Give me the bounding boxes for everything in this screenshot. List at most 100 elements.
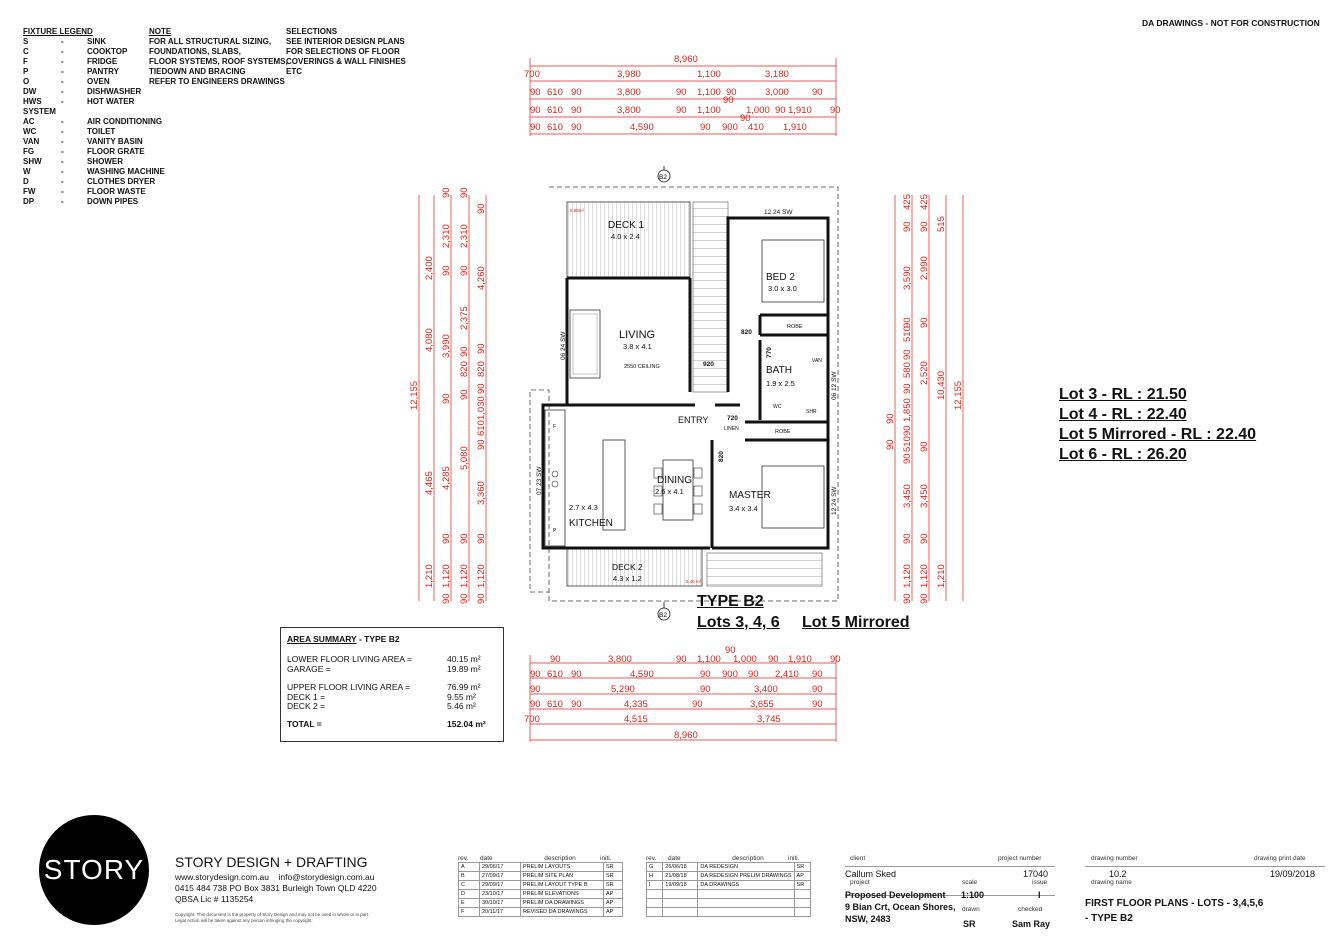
legend-item: VAN-VANITY BASIN (23, 137, 165, 147)
revision-cell: H (645, 871, 664, 881)
left-dimension-strings (418, 195, 487, 601)
section-marker-bottom: B2 (657, 602, 671, 621)
window-master: 12 24 SW (831, 486, 838, 515)
room-deck1-size: 4.0 x 2.4 (611, 232, 640, 241)
robe1-label: ROBE (787, 324, 803, 330)
note-line: FLOOR SYSTEMS, ROOF SYSTEMS, (149, 57, 288, 66)
revision-cell: PRELIM DA DRAWINGS (520, 898, 604, 908)
legend-item: P-PANTRY (23, 67, 165, 77)
legend-item: SHW-SHOWER (23, 157, 165, 167)
bottom-dim: 3,745 (757, 714, 781, 725)
bottom-dim: 610 (547, 669, 563, 680)
revision-cell: DA DRAWINGS (697, 880, 795, 890)
legend-label: VANITY BASIN (87, 137, 143, 146)
revision-cell: C (458, 880, 480, 890)
revision-row (645, 889, 812, 899)
legend-label: FLOOR GRATE (87, 147, 145, 156)
bottom-dim: 610 (547, 699, 563, 710)
project-number-label: project number (998, 855, 1042, 862)
deck2-floor (566, 547, 703, 587)
revision-cell: AP (603, 898, 623, 908)
revision-cell: DA REDESIGN (697, 862, 795, 872)
bottom-dim: 2,410 (775, 669, 799, 680)
legend-item: DP-DOWN PIPES (23, 197, 165, 207)
revision-cell: E (458, 898, 480, 908)
revision-cell: PRELIM LAYOUTS (520, 862, 604, 872)
right-dim: 1,120 (919, 564, 930, 588)
bottom-dim: 4,515 (624, 714, 648, 725)
revision-cell: 21/08/18 (662, 871, 699, 881)
legend-sep: - (61, 167, 64, 176)
kitchen-island (602, 439, 626, 531)
bottom-dim: 90 (692, 699, 703, 710)
legend-sep: - (61, 37, 64, 46)
revision-cell: 20/11/17 (479, 907, 521, 917)
bottom-dim: 900 (722, 669, 738, 680)
room-living-size: 3.8 x 4.1 (623, 342, 652, 351)
top-dim: 90 (530, 122, 541, 133)
bottom-dim: 90 (530, 669, 541, 680)
copyright-line2: Legal Action will be taken against any p… (175, 918, 313, 923)
legend-label: HOT WATER (87, 97, 135, 106)
bottom-dim: 4,590 (630, 669, 654, 680)
right-dim: 90 (919, 441, 930, 452)
fridge-label: F (553, 424, 556, 430)
top-dim: 1,100 (697, 105, 721, 116)
revision-cell: SR (793, 862, 812, 872)
bottom-dim: 90 (550, 654, 561, 665)
left-dim: 2,400 (424, 256, 435, 280)
legend-label: PANTRY (87, 67, 119, 76)
legend-label: AIR CONDITIONING (87, 117, 163, 126)
bottom-dim: 1,000 (733, 654, 757, 665)
left-dim: 90 (459, 389, 470, 400)
note-line: FOUNDATIONS, SLABS, (149, 47, 241, 56)
right-dim: 1,210 (936, 564, 947, 588)
revision-cell (697, 889, 795, 899)
legend-sep: - (61, 177, 64, 186)
project-label: project (850, 879, 870, 886)
issue-value: I (1038, 890, 1041, 900)
company-licence: QBSA Lic # 1135254 (175, 894, 254, 904)
top-dim: 3,800 (617, 105, 641, 116)
revision-header-a: rev. date description initi. (458, 855, 612, 862)
bottom-dim: 90 (676, 654, 687, 665)
left-dim: 90 (476, 383, 487, 394)
revision-cell: PRELIM ELEVATIONS (520, 889, 604, 899)
right-dim: 515 (936, 216, 947, 232)
room-master-name: MASTER (729, 490, 771, 501)
top-dim: 90 (726, 87, 737, 98)
top-dim: 90 (812, 87, 823, 98)
legend-sep: - (61, 127, 64, 136)
room-deck2-size: 4.3 x 1.2 (613, 574, 642, 583)
legend-item: C-COOKTOP (23, 47, 165, 57)
left-dim: 4,260 (476, 266, 487, 290)
revision-cell: 26/06/18 (662, 862, 699, 872)
top-dim: 610 (547, 105, 563, 116)
legend-code: S (23, 37, 29, 46)
master-bed (761, 465, 825, 529)
right-dim: 425 (919, 194, 930, 210)
top-dim: 700 (524, 69, 540, 80)
left-dim: 90 (441, 533, 452, 544)
legend-sep: - (61, 187, 64, 196)
revision-cell: PRELIM LAYOUT TYPE B (520, 880, 604, 890)
note-line: TIEDOWN AND BRACING (149, 67, 246, 76)
right-dim: 90 (919, 317, 930, 328)
legend-label: SINK (87, 37, 107, 46)
bottom-dim: 90 (812, 669, 823, 680)
left-dim: 90 (476, 439, 487, 450)
stairs (692, 201, 729, 393)
project-address2: NSW, 2483 (845, 914, 891, 924)
legend-sep: - (61, 77, 64, 86)
note-line: FOR ALL STRUCTURAL SIZING, (149, 37, 272, 46)
revision-cell: SR (603, 862, 623, 872)
legend-label: FRIDGE (87, 57, 118, 66)
area-summary-title: AREA SUMMARY - TYPE B2 (287, 634, 400, 644)
legend-code: DW (23, 87, 37, 96)
room-living-name: LIVING (619, 329, 655, 341)
top-dim: 90 (775, 105, 786, 116)
